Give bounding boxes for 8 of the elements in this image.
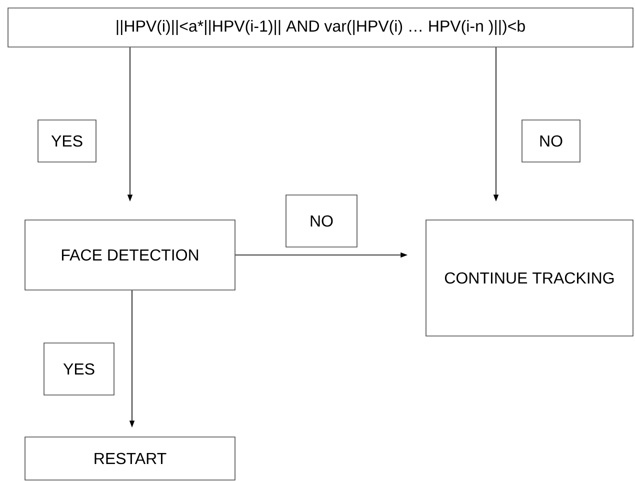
edge-label: YES (38, 120, 96, 162)
condition-box: ||HPV(i)||<a*||HPV(i-1)|| AND var(|HPV(i) … HPV(i-n )||)<b (8, 8, 634, 48)
process-box: FACE DETECTION (24, 220, 236, 290)
edge-label: NO (522, 120, 580, 162)
process-box: RESTART (24, 436, 236, 480)
edge-label: NO (286, 194, 358, 248)
process-box: CONTINUE TRACKING (426, 220, 634, 336)
edge-label: YES (44, 342, 114, 396)
